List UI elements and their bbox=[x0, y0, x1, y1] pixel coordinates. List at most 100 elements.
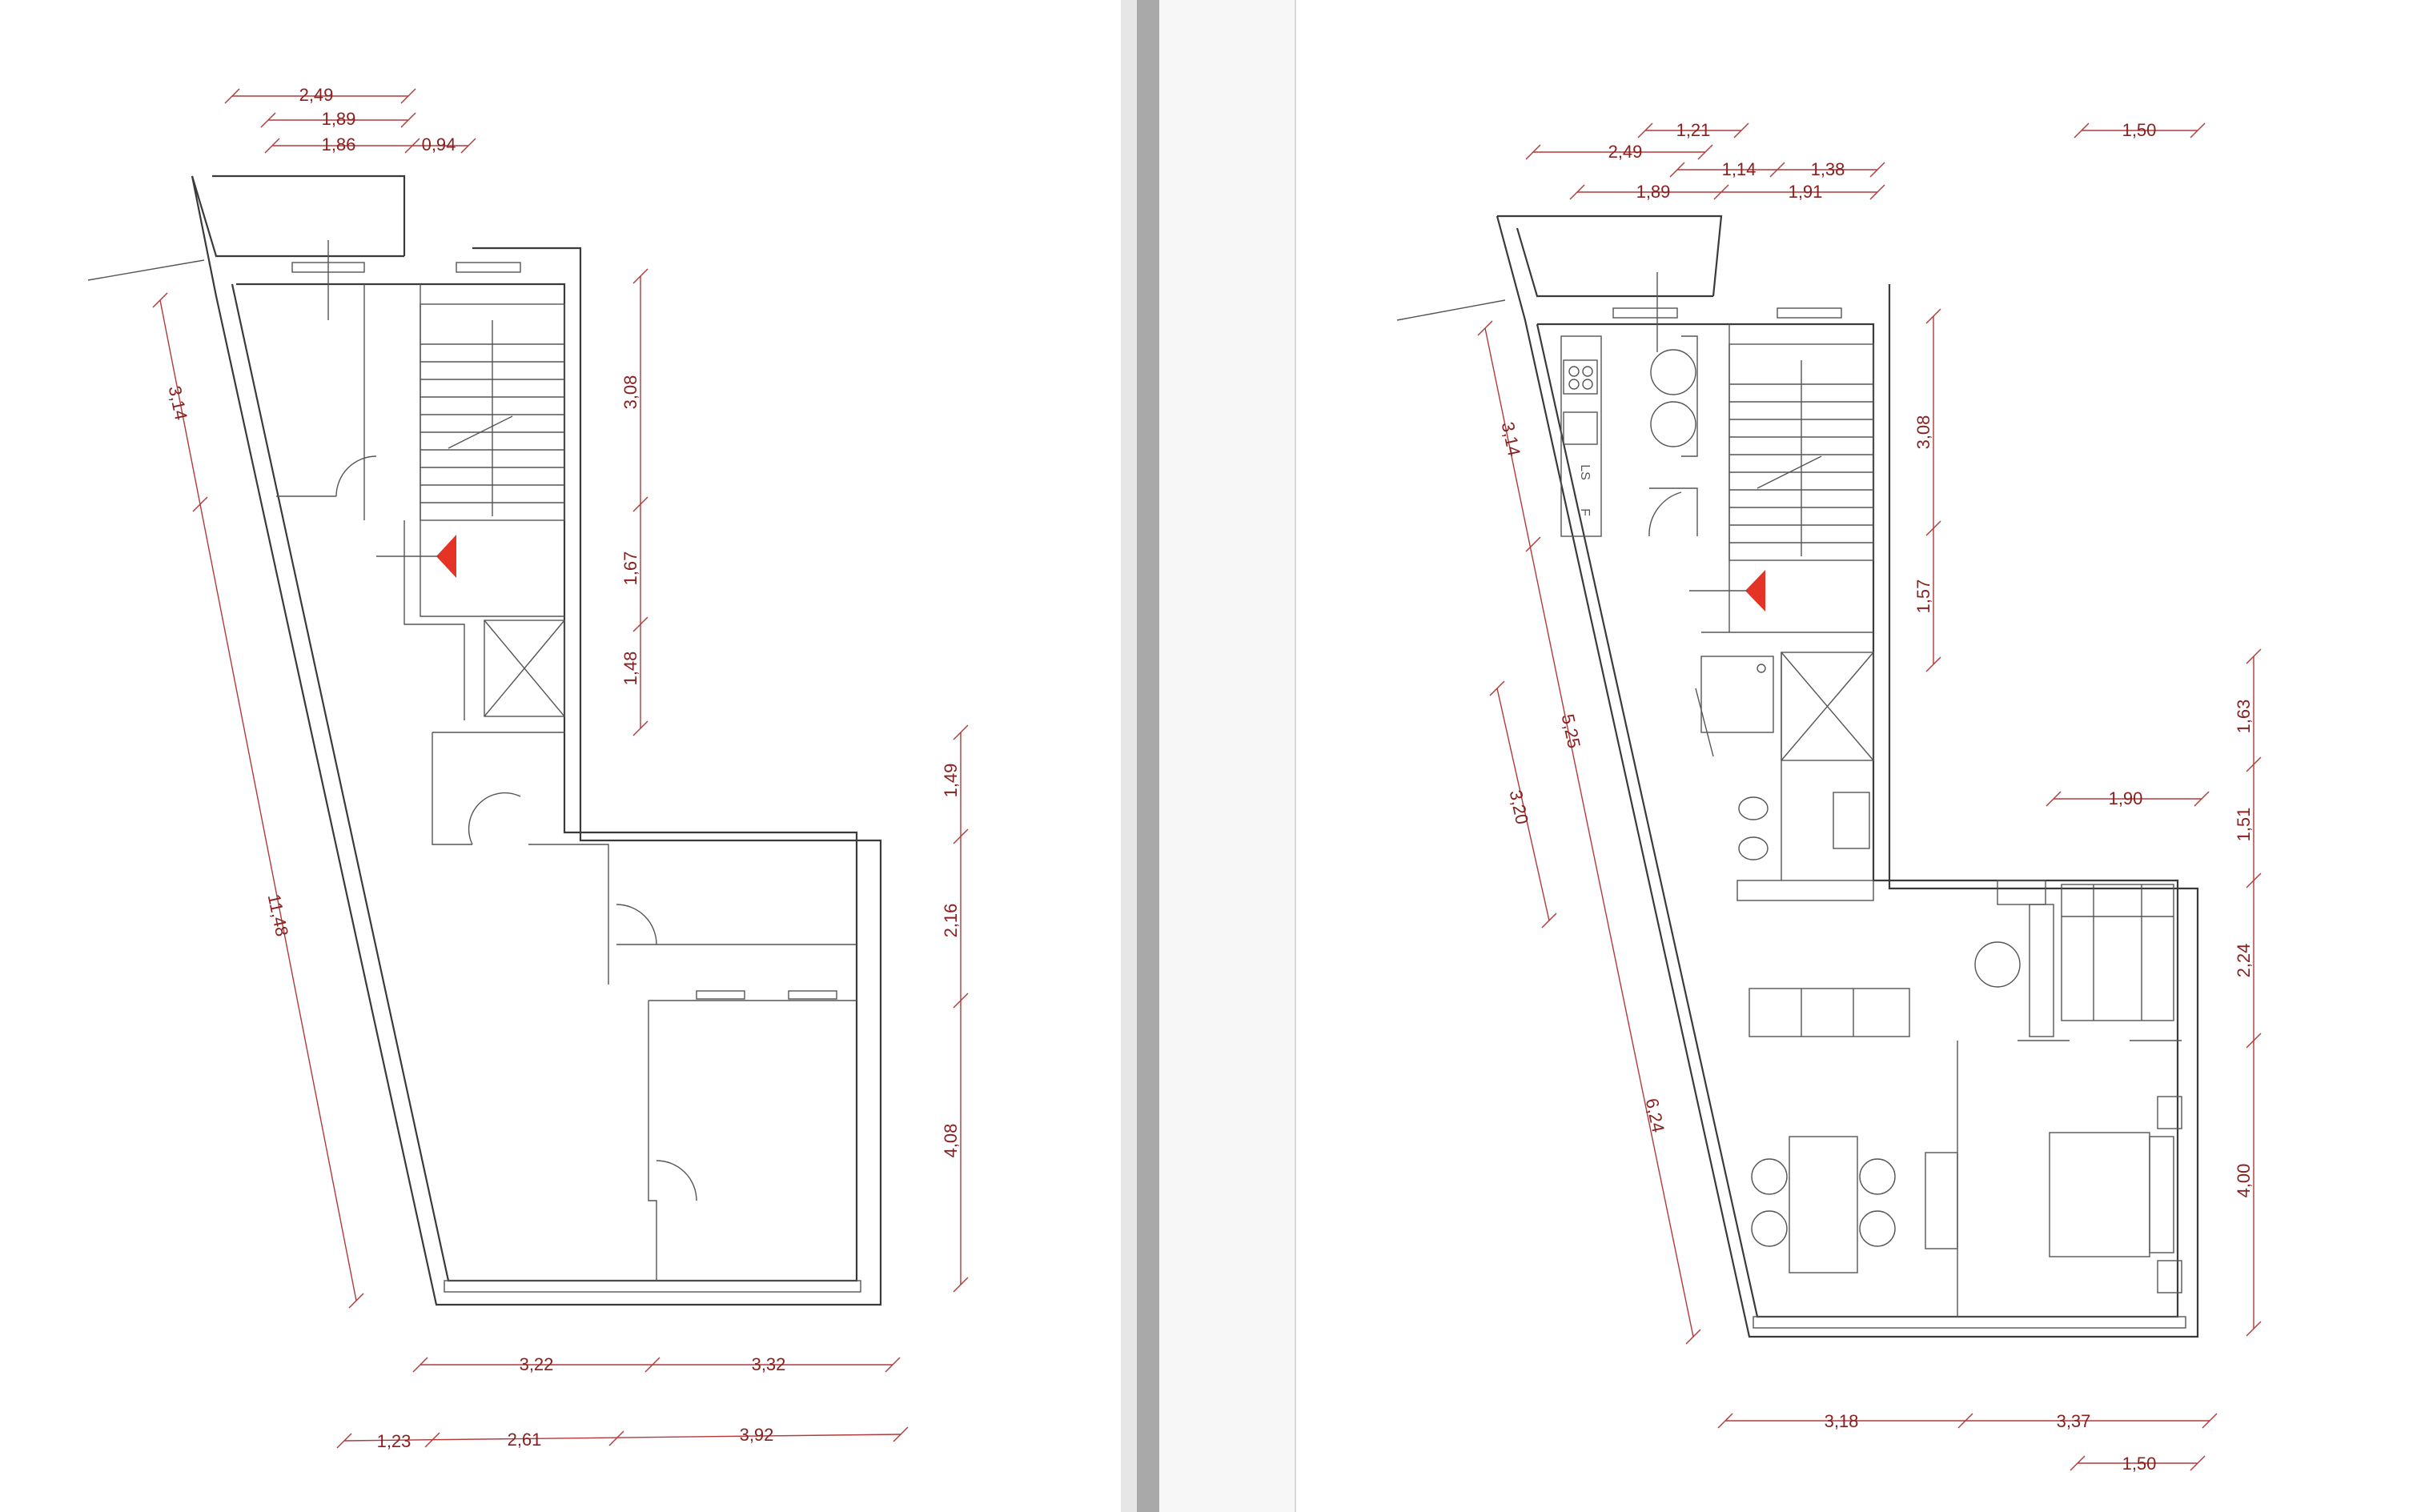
dim-inner-r: 1,90 bbox=[2109, 788, 2143, 808]
dimension-tick bbox=[1925, 520, 1941, 536]
dim-bottom2-2: 2,61 bbox=[508, 1430, 542, 1450]
dim-stair-r1: 3,08 bbox=[1913, 415, 1933, 450]
bidet bbox=[1738, 836, 1769, 860]
dimension-tick bbox=[632, 616, 648, 632]
cooktop bbox=[1563, 359, 1598, 395]
dimension-tick bbox=[460, 138, 476, 154]
arrow-marker bbox=[1745, 570, 1765, 612]
wall-segment bbox=[1681, 335, 1698, 457]
headboard bbox=[2149, 1136, 2174, 1253]
dim-bottom2-r: 1,50 bbox=[2122, 1454, 2157, 1474]
page-gutter[interactable] bbox=[1137, 0, 1159, 1512]
elevator-cross bbox=[1781, 652, 1874, 761]
window bbox=[456, 262, 521, 273]
dimension-tick bbox=[632, 268, 648, 284]
chair bbox=[1751, 1158, 1788, 1195]
dimension-tick bbox=[953, 993, 969, 1009]
dim-right-r1: 1,63 bbox=[2234, 700, 2254, 734]
door-arc bbox=[335, 455, 377, 497]
arrow-marker bbox=[436, 535, 456, 578]
dimension-tick bbox=[1697, 144, 1713, 160]
wall-segment bbox=[432, 732, 472, 845]
dim-right-r3: 2,24 bbox=[2234, 944, 2254, 978]
dim-stair-1: 3,08 bbox=[620, 375, 640, 410]
kitchen-counter bbox=[1560, 335, 1602, 537]
street-line bbox=[87, 259, 205, 281]
chair bbox=[1859, 1158, 1896, 1195]
dimension-tick bbox=[1957, 1413, 1973, 1429]
dimension-tick bbox=[1685, 1329, 1701, 1345]
dimension-tick bbox=[1869, 184, 1885, 200]
dimension-tick bbox=[1669, 162, 1685, 178]
dimension-tick bbox=[412, 1357, 428, 1373]
wall-segment bbox=[404, 520, 465, 720]
washbasin bbox=[1833, 792, 1870, 849]
dimension-tick bbox=[1477, 320, 1493, 336]
dim-side-r4: 6,24 bbox=[1642, 1097, 1668, 1134]
dimension-tick bbox=[2046, 791, 2062, 807]
dimension-tick bbox=[1717, 1413, 1733, 1429]
dimension-tick bbox=[348, 1293, 364, 1309]
wardrobe bbox=[2061, 884, 2174, 1021]
nightstand bbox=[2157, 1096, 2182, 1129]
elevator-shaft bbox=[484, 620, 565, 717]
window-front bbox=[444, 1280, 861, 1293]
balcony-outline bbox=[191, 175, 404, 258]
dimension-tick bbox=[424, 1432, 440, 1448]
window-front bbox=[1753, 1316, 2186, 1329]
dimension-tick bbox=[2246, 872, 2262, 888]
dim-top-r2: 2,49 bbox=[1608, 142, 1643, 162]
shower-tray bbox=[1700, 656, 1774, 733]
dimension-tick bbox=[400, 112, 416, 128]
dim-side-r1: 3,14 bbox=[1498, 420, 1524, 458]
dimension-tick bbox=[2246, 1321, 2262, 1337]
window bbox=[1612, 307, 1678, 319]
staircase bbox=[1728, 343, 1874, 561]
outer-wall-right-plan bbox=[1496, 215, 2199, 1338]
dimension-tick bbox=[2070, 1455, 2086, 1471]
chair bbox=[1751, 1210, 1788, 1247]
dimension-tick bbox=[644, 1357, 660, 1373]
dim-top-3: 1,86 bbox=[322, 134, 356, 154]
elevator-cross bbox=[484, 620, 565, 717]
page-margin bbox=[1159, 0, 1295, 1512]
dim-right-r2: 1,51 bbox=[2234, 808, 2254, 842]
stool bbox=[1650, 349, 1696, 395]
dim-top-1: 2,49 bbox=[299, 85, 334, 105]
dimension-tick bbox=[1713, 184, 1729, 200]
door-arc bbox=[468, 792, 521, 845]
partition bbox=[2029, 904, 2054, 1037]
chair bbox=[1859, 1210, 1896, 1247]
dimension-tick bbox=[1489, 680, 1505, 696]
dimension-tick bbox=[224, 88, 240, 104]
dimension-tick bbox=[2246, 756, 2262, 772]
dim-top-2: 1,89 bbox=[322, 109, 356, 129]
dimension-tick bbox=[2194, 791, 2210, 807]
dim-top-r3: 1,14 bbox=[1722, 159, 1757, 179]
window bbox=[696, 990, 745, 1000]
dim-right-r4: 4,00 bbox=[2234, 1164, 2254, 1198]
round-table bbox=[1974, 941, 2021, 988]
stool bbox=[1650, 401, 1696, 447]
toilet bbox=[1738, 796, 1769, 820]
wall-segment bbox=[528, 844, 609, 985]
dim-side-r2: 5,25 bbox=[1558, 712, 1584, 750]
dimension-tick bbox=[1769, 162, 1785, 178]
dimension-tick bbox=[152, 292, 168, 308]
dimension-tick bbox=[400, 88, 416, 104]
page-shadow bbox=[1121, 0, 1137, 1512]
street-line bbox=[1396, 299, 1506, 321]
dim-stair-r2: 1,57 bbox=[1913, 580, 1933, 614]
door-arc bbox=[1648, 491, 1682, 537]
dimension-tick bbox=[1569, 184, 1585, 200]
bath-shelf bbox=[1736, 880, 1874, 901]
dimension-tick bbox=[1541, 912, 1557, 928]
dimension-tick bbox=[2246, 1033, 2262, 1049]
dimension-tick bbox=[1525, 536, 1541, 552]
dimension-tick bbox=[404, 138, 420, 154]
kitchen-label-ls: LS bbox=[1578, 464, 1592, 480]
dimension-tick bbox=[1869, 162, 1885, 178]
dimension-tick bbox=[1925, 308, 1941, 324]
